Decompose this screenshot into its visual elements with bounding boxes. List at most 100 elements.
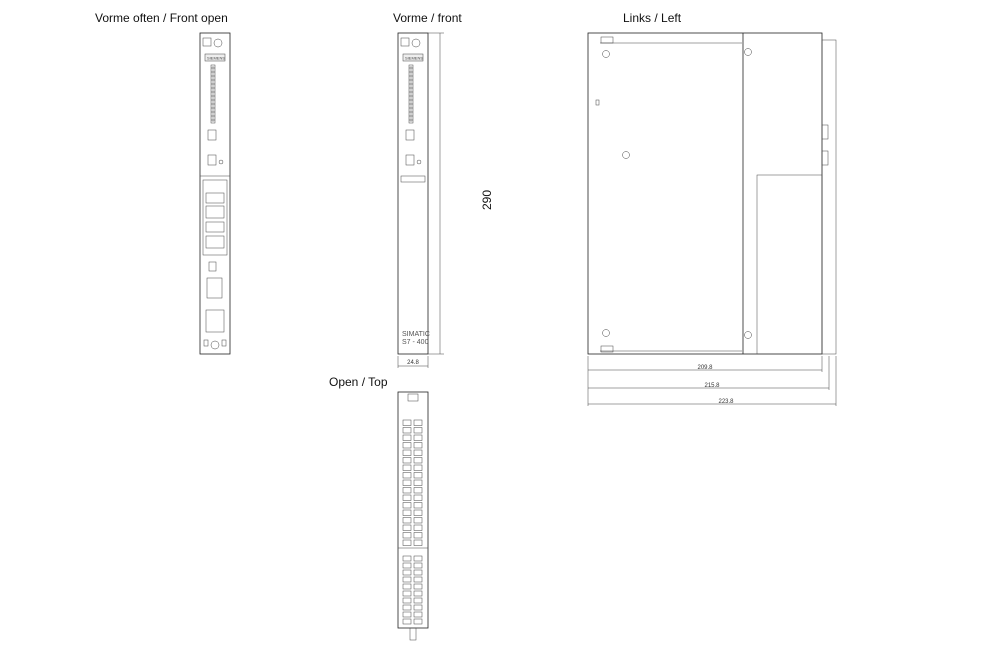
vent-cell [413, 464, 423, 471]
vent-cell [402, 502, 412, 509]
vent-cell [413, 509, 423, 516]
vent-cell [413, 569, 423, 576]
front-open-battery-switch-icon[interactable] [208, 261, 217, 272]
vent-cell [402, 539, 412, 546]
left-screw-3-icon [602, 329, 610, 337]
vent-cell [413, 597, 423, 604]
front-open-led-strip [210, 64, 216, 124]
left-lever-2 [821, 150, 829, 166]
front-outline [397, 32, 429, 355]
status-led-icon [211, 114, 215, 118]
vent-cell [413, 479, 423, 486]
status-led-icon [409, 74, 413, 78]
vent-cell [413, 555, 423, 562]
vent-cell [402, 494, 412, 501]
vent-cell [413, 457, 423, 464]
vent-cell [402, 457, 412, 464]
front-open-screw-top-icon [213, 38, 223, 48]
front-open-indicator-icon [218, 159, 224, 165]
vent-cell [413, 532, 423, 539]
left-title: Links / Left [623, 11, 682, 25]
status-led-icon [211, 82, 215, 86]
front-open-leds [211, 66, 215, 122]
status-led-icon [211, 110, 215, 114]
top-outline [397, 391, 429, 629]
front-open-card-compartment [202, 179, 228, 256]
front-open-logo [204, 53, 226, 62]
vent-cell [413, 487, 423, 494]
front-open-title: Vorme often / Front open [95, 11, 228, 25]
vent-cell [402, 583, 412, 590]
status-led-icon [409, 90, 413, 94]
vent-cell [413, 576, 423, 583]
left-outline [587, 32, 823, 355]
vent-cell [413, 517, 423, 524]
status-led-icon [211, 74, 215, 78]
vent-cell [402, 517, 412, 524]
left-rail [821, 39, 837, 355]
left-notch [595, 99, 600, 106]
left-dim-1: 209.8 [697, 365, 713, 371]
vent-cell [413, 618, 423, 625]
status-led-icon [211, 90, 215, 94]
vent-cell [402, 487, 412, 494]
vent-cell [402, 472, 412, 479]
vent-cell [402, 562, 412, 569]
vent-cell [413, 539, 423, 546]
front-open-switch-icon [202, 37, 212, 47]
left-tab-top [600, 36, 614, 44]
front-open-outline [199, 32, 231, 355]
vent-cell [413, 502, 423, 509]
vent-cell [402, 434, 412, 441]
vent-cell [402, 555, 412, 562]
front-cover-handle[interactable] [400, 175, 426, 183]
status-led-icon [409, 98, 413, 102]
vent-cell [402, 524, 412, 531]
top-vent-grid [402, 419, 423, 625]
front-open-mode-switch-icon[interactable] [207, 129, 217, 141]
left-dim-3: 223.8 [718, 399, 734, 405]
vent-cell [413, 434, 423, 441]
front-open-foot-right [221, 339, 227, 347]
front-open-view: Vorme often / Front open SIEMENS [95, 11, 231, 355]
top-tab [409, 627, 417, 641]
vent-cell [413, 583, 423, 590]
vent-cell [402, 427, 412, 434]
status-led-icon [409, 66, 413, 70]
status-led-icon [211, 98, 215, 102]
front-open-logo-text: SIEMENS [207, 56, 225, 61]
front-logo-text: SIEMENS [405, 56, 423, 61]
status-led-icon [211, 106, 215, 110]
status-led-icon [409, 86, 413, 90]
status-led-icon [211, 86, 215, 90]
vent-cell [413, 562, 423, 569]
left-screw-1-icon [602, 50, 610, 58]
vent-cell [402, 618, 412, 625]
status-led-icon [211, 94, 215, 98]
top-latch [407, 393, 419, 402]
left-view: Links / Left 209.8 215.8 223.8 [587, 11, 837, 406]
vent-cell [402, 464, 412, 471]
top-title: Open / Top [329, 375, 388, 389]
vent-cell [413, 604, 423, 611]
vent-cell [413, 449, 423, 456]
left-tab-bottom [600, 345, 614, 353]
vent-cell [413, 524, 423, 531]
vent-cell [402, 604, 412, 611]
left-rear-block [756, 174, 823, 355]
front-open-connector [205, 309, 225, 333]
front-open-reset-switch-icon[interactable] [207, 154, 217, 166]
front-reset-switch-icon[interactable] [405, 154, 415, 166]
vent-cell [413, 494, 423, 501]
vent-cell [402, 569, 412, 576]
status-led-icon [409, 78, 413, 82]
front-logo [402, 53, 424, 62]
front-screw-top-icon [411, 38, 421, 48]
front-open-slot-4 [205, 235, 225, 249]
vent-cell [402, 449, 412, 456]
vent-cell [413, 590, 423, 597]
front-open-foot-left [203, 339, 209, 347]
vent-cell [413, 427, 423, 434]
front-mode-switch-icon[interactable] [405, 129, 415, 141]
vent-cell [402, 509, 412, 516]
